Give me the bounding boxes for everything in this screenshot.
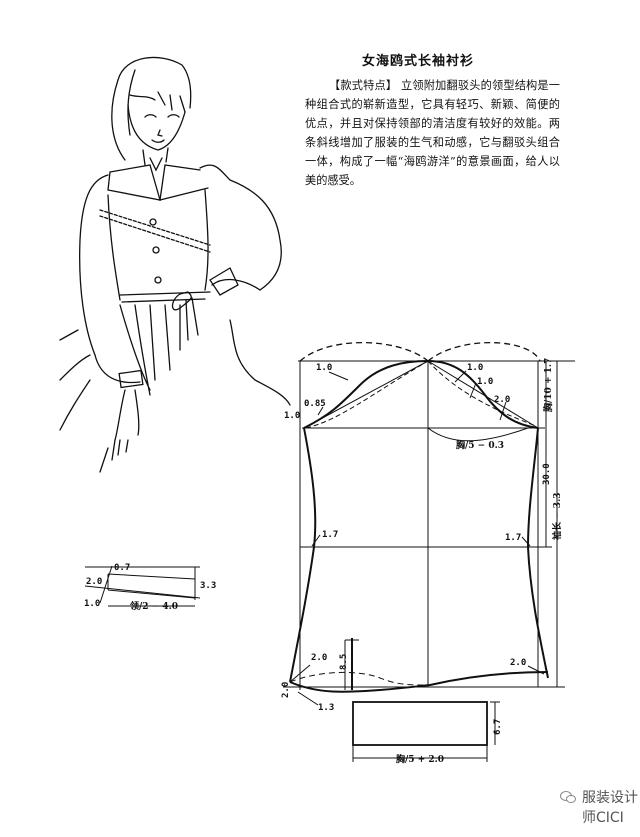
label-collar-length: 领/2 − 4.0 [130,600,178,612]
label-hem-left-c: 1.3 [318,703,334,713]
label-elbow-length: 30.0 [542,463,552,485]
label-collar-top-offset: 0.7 [114,563,130,573]
watermark-text: 服装设计师CICI [582,790,638,826]
description-text: 立领附加翻驳头的领型结构是一种组合式的崭新造型，它具有轻巧、新颖、简便的优点，并… [305,79,560,187]
label-sleeve-length: 袖长 − 3.3 [551,493,563,541]
label-elbow-left: 1.7 [322,530,338,540]
label-cap-right-low: 2.0 [494,395,510,405]
label-placket: 8.5 [339,654,349,670]
sleeve-dimension-labels: 1.0 0.85 1.0 1.0 1.0 2.0 胸/5 − 0.3 胸/10 … [84,358,563,765]
label-elbow-right: 1.7 [505,533,521,543]
wechat-icon [560,791,576,803]
label-hem-left-b: 2.0 [281,682,291,698]
label-side-left: 1.0 [284,411,300,421]
fashion-illustration [59,56,291,473]
label-cap-width: 胸/5 − 0.3 [456,439,504,451]
label-cuff-width: 胸/5 + 2.0 [396,753,444,765]
label-cap-right-mid: 1.0 [477,377,493,387]
description-tag: 【款式特点】 [329,79,398,92]
label-hem-left-a: 2.0 [311,653,327,663]
label-cap-right-top: 1.0 [467,363,483,373]
label-collar-right-height: 3.3 [200,581,216,591]
label-cap-left-inner: 1.0 [316,363,332,373]
label-collar-left-bottom: 1.0 [84,599,100,609]
label-cap-height: 胸/10 + 1.7 [542,358,554,412]
label-cap-left-outer: 0.85 [304,399,326,409]
label-collar-left-height: 2.0 [86,577,102,587]
label-hem-right: 2.0 [510,658,526,668]
label-cuff-height: 6.7 [493,719,503,735]
page-title: 女海鸥式长袖衬衫 [362,54,475,69]
style-description: 【款式特点】 立领附加翻驳头的领型结构是一种组合式的崭新造型，它具有轻巧、新颖、… [305,76,560,190]
